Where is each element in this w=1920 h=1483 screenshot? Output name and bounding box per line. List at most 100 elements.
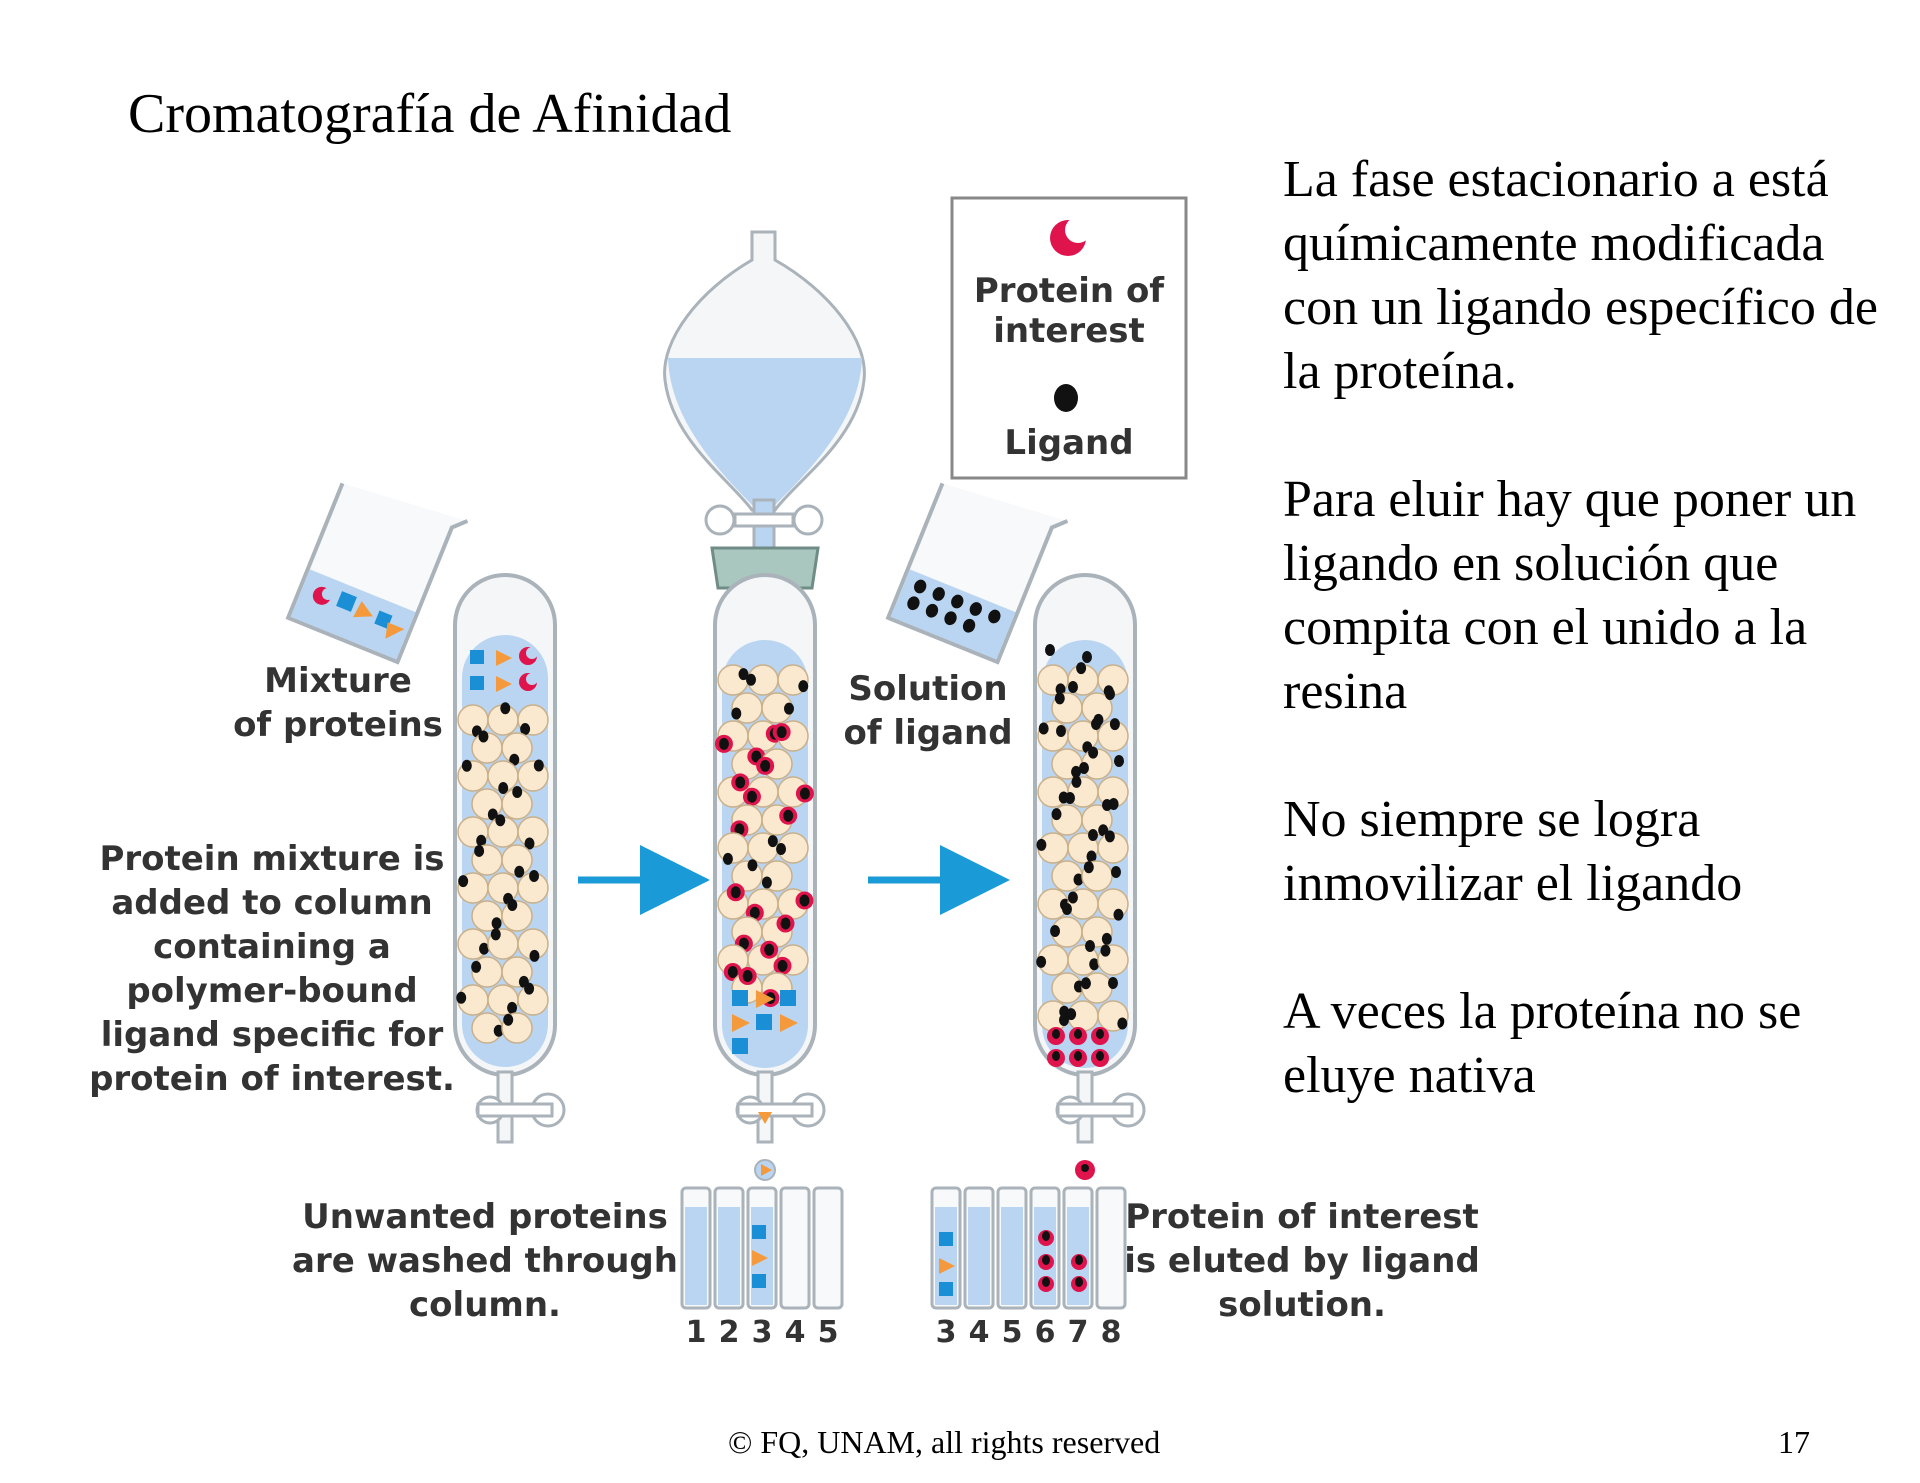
tube-number: 1 <box>686 1315 707 1350</box>
unwanted-protein <box>470 650 484 664</box>
ligand <box>1055 683 1066 696</box>
ligand <box>456 991 467 1004</box>
caption-line: containing a <box>153 927 391 967</box>
legend-ligand-label: Ligand <box>1004 423 1133 463</box>
ligand <box>1075 1255 1083 1265</box>
ligand-icon <box>1054 384 1078 412</box>
mixture-label-1: Mixture <box>264 661 412 701</box>
page-number: 17 <box>1778 1424 1810 1460</box>
tube-number: 5 <box>818 1315 839 1350</box>
ligand <box>1066 1008 1077 1021</box>
solution-label-1: Solution <box>848 669 1007 709</box>
resin-bead <box>1097 888 1129 920</box>
bullet-list: La fase estacionario a está químicamente… <box>1283 148 1903 1172</box>
ligand <box>520 723 531 736</box>
footer-copyright: © FQ, UNAM, all rights reserved <box>728 1424 1161 1460</box>
free-ligand <box>1111 866 1121 878</box>
ligand <box>512 786 523 799</box>
ligand <box>529 949 540 962</box>
ligand <box>1074 1051 1082 1061</box>
ligand <box>533 759 544 772</box>
free-ligand <box>1102 799 1112 811</box>
legend-protein-label-2: interest <box>993 311 1145 351</box>
ligand <box>1101 932 1112 945</box>
ligand <box>730 886 741 899</box>
ligand <box>471 960 482 973</box>
ligand <box>478 730 489 743</box>
slide-title: Cromatografía de Afinidad <box>128 83 732 145</box>
collection-tube <box>1095 1186 1127 1310</box>
ligand <box>776 843 787 856</box>
ligand <box>925 603 939 618</box>
ligand <box>1042 1277 1050 1287</box>
caption-line: added to column <box>111 883 432 923</box>
ligand <box>1067 891 1078 904</box>
unwanted-protein <box>939 1258 955 1274</box>
ligand <box>1113 908 1124 921</box>
ligand <box>777 959 788 972</box>
free-ligand <box>1062 903 1072 915</box>
ligand <box>738 937 749 950</box>
ligand <box>503 1013 514 1026</box>
collection-tube <box>779 1186 811 1310</box>
unwanted-protein <box>732 990 748 1006</box>
tube-liquid <box>1001 1207 1023 1305</box>
ligand <box>761 876 772 889</box>
mixture-label-2: of proteins <box>233 705 443 745</box>
caption-line: protein of interest. <box>89 1059 455 1099</box>
beaker-ligand-solution <box>885 482 1069 665</box>
tube-number: 4 <box>969 1315 990 1350</box>
caption-line: column. <box>409 1285 561 1325</box>
free-ligand <box>1068 681 1078 693</box>
tube-number: 5 <box>1002 1315 1023 1350</box>
ligand <box>783 702 794 715</box>
ligand <box>1109 718 1120 731</box>
ligand <box>529 870 540 883</box>
protein-notch <box>526 647 538 659</box>
unwanted-protein <box>780 1014 798 1032</box>
ligand <box>760 759 771 772</box>
bullet-2: Para eluir hay que poner un ligando en s… <box>1283 471 1857 720</box>
step2-caption: Unwanted proteins are washed through col… <box>292 1197 678 1325</box>
ligand <box>500 702 511 715</box>
ligand <box>747 859 758 872</box>
ligand <box>1036 955 1047 968</box>
unwanted-protein <box>752 1225 766 1239</box>
ligand <box>718 737 729 750</box>
ligand <box>493 1024 504 1037</box>
unwanted-protein <box>752 1274 766 1288</box>
ligand <box>735 776 746 789</box>
unwanted-protein <box>496 676 512 692</box>
free-ligand <box>1045 644 1055 656</box>
column-elution <box>1033 573 1146 1180</box>
resin-bead <box>717 832 749 864</box>
ligand <box>1071 775 1082 788</box>
free-ligand <box>1079 762 1089 774</box>
ligand <box>461 759 472 772</box>
unwanted-protein <box>732 1014 750 1032</box>
unwanted-protein <box>470 676 484 690</box>
caption-line: Protein mixture is <box>99 839 444 879</box>
ligand <box>487 808 498 821</box>
ligand <box>932 587 945 601</box>
tube-number: 6 <box>1035 1315 1056 1350</box>
ligand <box>1075 1277 1083 1287</box>
ligand <box>507 898 518 911</box>
ligand <box>1051 808 1062 821</box>
ligand <box>1042 1255 1050 1265</box>
collection-tube <box>812 1186 844 1310</box>
tube-liquid <box>685 1207 707 1305</box>
ligand <box>491 917 502 930</box>
free-ligand <box>1085 940 1095 952</box>
ligand <box>1083 861 1094 874</box>
ligand <box>767 835 778 848</box>
column-wash <box>713 573 826 1181</box>
ligand <box>476 834 487 847</box>
tube-number: 4 <box>785 1315 806 1350</box>
ligand <box>783 809 794 822</box>
free-ligand <box>1091 718 1101 730</box>
ligand <box>1096 1051 1104 1061</box>
ligand <box>458 875 469 888</box>
